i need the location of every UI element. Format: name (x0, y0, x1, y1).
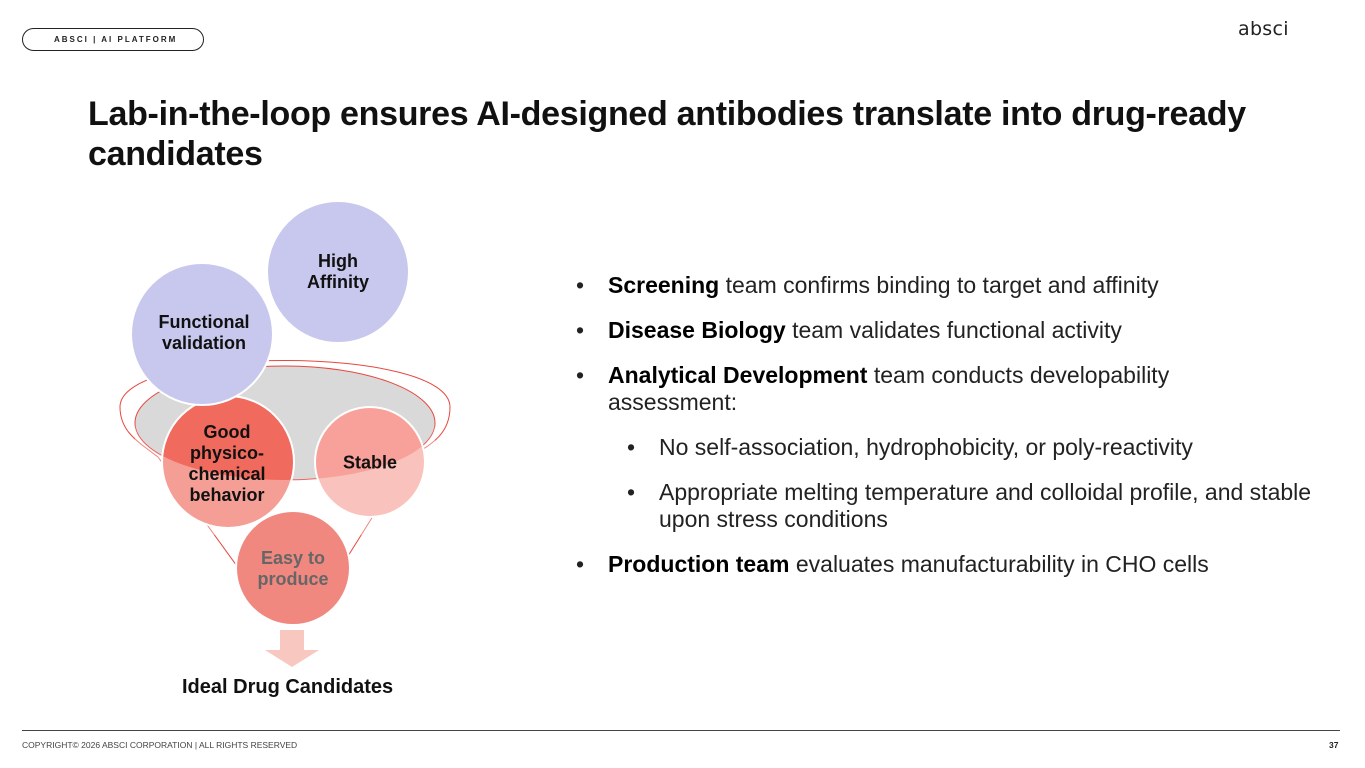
sub-bullet-self-association: • No self-association, hydrophobicity, o… (572, 434, 1332, 461)
stable-label: Stable (342, 452, 398, 473)
bullet-list: • Screening team confirms binding to tar… (572, 272, 1332, 596)
bullet-dot: • (627, 479, 636, 505)
slide-title: Lab-in-the-loop ensures AI-designed anti… (88, 95, 1246, 173)
bullet-text: team validates functional activity (785, 317, 1122, 343)
stable-circle (314, 406, 426, 518)
bullet-text: No self-association, hydrophobicity, or … (659, 434, 1193, 460)
bullet-bold: Screening (608, 272, 720, 298)
bullet-production: • Production team evaluates manufacturab… (572, 551, 1332, 578)
high-affinity-circle (266, 200, 410, 344)
copyright-text: COPYRIGHT© 2026 ABSCI CORPORATION | ALL … (22, 740, 298, 750)
sub-bullet-melting-temperature: • Appropriate melting temperature and co… (572, 479, 1314, 533)
bullet-dot: • (576, 362, 585, 388)
bullet-text: evaluates manufacturability in CHO cells (789, 551, 1209, 577)
bullet-bold: Disease Biology (608, 317, 786, 343)
bullet-bold: Production team (608, 551, 790, 577)
footer-divider (22, 730, 1340, 731)
high-affinity-label: High Affinity (307, 251, 369, 292)
bullet-dot: • (576, 317, 585, 343)
functional-validation-circle (130, 262, 274, 406)
funnel-graphic (119, 200, 451, 667)
ideal-candidates-label: Ideal Drug Candidates (182, 676, 394, 698)
disk-front-overlay (135, 423, 435, 535)
easy-to-produce-label: Easy to produce (257, 548, 329, 589)
bullet-text: team conducts developability assessment: (608, 362, 1170, 415)
bullet-bold: Analytical Development (608, 362, 868, 388)
easy-to-produce-circle (235, 510, 351, 626)
functional-validation-label: Functional validation (158, 312, 250, 353)
bullet-dot: • (576, 551, 585, 577)
good-physico-label: Good physico- chemical behavior (188, 422, 266, 505)
absci-logo: absci (1238, 18, 1289, 40)
bullet-dot: • (576, 272, 585, 298)
bullet-disease-biology: • Disease Biology team validates functio… (572, 317, 1332, 344)
platform-tag: ABSCI | AI PLATFORM (22, 28, 204, 51)
output-arrow (265, 630, 319, 667)
bullet-dot: • (627, 434, 636, 460)
bullet-screening: • Screening team confirms binding to tar… (572, 272, 1332, 299)
page-number: 37 (1329, 740, 1339, 750)
bullet-text: team confirms binding to target and affi… (719, 272, 1159, 298)
bullet-text: Appropriate melting temperature and coll… (659, 479, 1312, 532)
funnel-diagram: High Affinity Functional validation Good… (100, 195, 480, 710)
bullet-analytical-development: • Analytical Development team conducts d… (572, 362, 1288, 416)
